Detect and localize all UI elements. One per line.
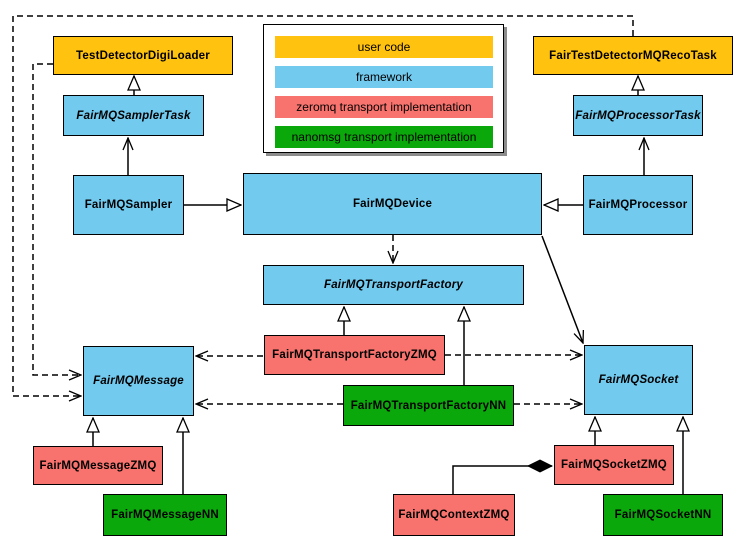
class-node-fairmq-socket-zmq: FairMQSocketZMQ bbox=[554, 445, 674, 485]
class-node-fairmq-transport-factory: FairMQTransportFactory bbox=[263, 265, 524, 305]
class-node-fairmq-socket-nn: FairMQSocketNN bbox=[603, 494, 723, 536]
class-node-fairmq-transport-factory-zmq: FairMQTransportFactoryZMQ bbox=[264, 335, 445, 375]
edge-device-to-socket-arrow bbox=[541, 235, 583, 343]
class-node-fairmq-processor-task: FairMQProcessorTask bbox=[573, 95, 703, 136]
class-node-fairmq-sampler: FairMQSampler bbox=[73, 175, 184, 235]
class-node-fairmq-sampler-task: FairMQSamplerTask bbox=[63, 95, 204, 136]
class-node-fairmq-socket: FairMQSocket bbox=[584, 345, 693, 415]
legend: user code framework zeromq transport imp… bbox=[263, 24, 504, 153]
class-node-fairmq-message-nn: FairMQMessageNN bbox=[103, 494, 227, 536]
class-node-fairmq-processor: FairMQProcessor bbox=[583, 175, 693, 235]
class-node-test-detector-digi-loader: TestDetectorDigiLoader bbox=[53, 36, 233, 75]
legend-item-user-code: user code bbox=[275, 36, 493, 58]
class-node-fairmq-message: FairMQMessage bbox=[83, 346, 194, 416]
legend-item-zeromq: zeromq transport implementation bbox=[275, 96, 493, 118]
edge-recotask-to-message-dependency bbox=[12, 15, 634, 396]
class-node-fairmq-context-zmq: FairMQContextZMQ bbox=[393, 494, 515, 536]
class-node-fairmq-message-zmq: FairMQMessageZMQ bbox=[33, 446, 163, 485]
class-node-fairmq-device: FairMQDevice bbox=[243, 173, 542, 235]
edge-contextzmq-to-socketzmq-composition bbox=[452, 466, 552, 495]
class-node-fair-test-detector-mq-reco-task: FairTestDetectorMQRecoTask bbox=[533, 36, 733, 75]
edge-digiloader-to-message-dependency bbox=[32, 63, 81, 375]
legend-item-framework: framework bbox=[275, 66, 493, 88]
legend-item-nanomsg: nanomsg transport implementation bbox=[275, 126, 493, 148]
class-node-fairmq-transport-factory-nn: FairMQTransportFactoryNN bbox=[343, 385, 514, 426]
